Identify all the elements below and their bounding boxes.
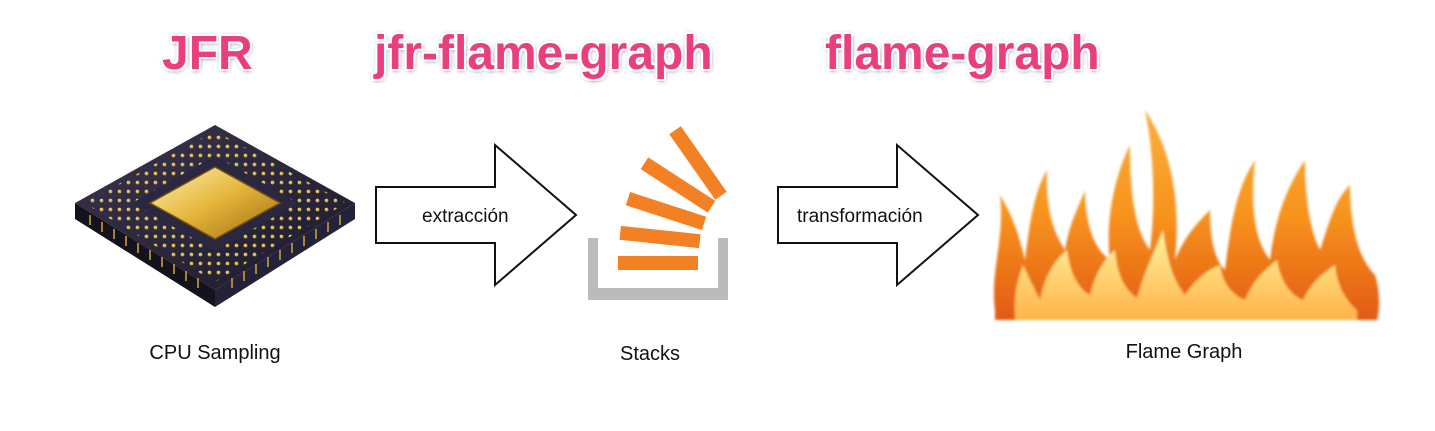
step-caption-stacks: Stacks [619,343,681,365]
step-caption-flame-graph: Flame Graph [1125,341,1243,363]
stack-overflow-icon [588,126,728,300]
cpu-chip-icon [75,125,355,307]
step-heading-flame-graph: flame-graph [825,27,1100,80]
step-heading-jfr-flame-graph: jfr-flame-graph [374,27,713,80]
step-caption-cpu-sampling: CPU Sampling [149,342,281,364]
extraction-arrow-label: extracción [422,206,509,227]
transformation-arrow-label: transformación [797,206,923,227]
flame-icon [993,110,1380,320]
transformation-arrow [777,142,980,288]
extraction-arrow [375,142,578,288]
step-heading-jfr: JFR [162,27,253,80]
